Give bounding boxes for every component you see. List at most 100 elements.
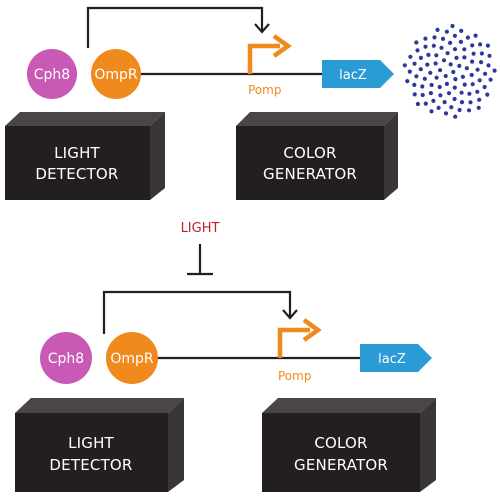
pigment-dot — [453, 77, 458, 82]
activation-arrow-inhibited — [102, 290, 292, 334]
pigment-dot — [466, 108, 472, 113]
panel-1: LIGHT DETECTOR COLOR GENERATOR Cph8 OmpR… — [5, 6, 497, 200]
pigment-dot — [457, 63, 462, 68]
detector-label-line2: DETECTOR — [49, 456, 132, 474]
pigment-dot — [487, 53, 492, 58]
pigment-dot — [432, 35, 437, 40]
pigment-dot — [434, 75, 439, 80]
pigment-dot — [408, 54, 413, 59]
pigment-dot — [405, 79, 410, 84]
pigment-dot — [431, 98, 436, 103]
pigment-dot — [459, 90, 464, 95]
pigment-dot — [451, 69, 456, 75]
pigment-dot — [470, 82, 475, 87]
pigment-dot — [433, 61, 438, 66]
pigment-dot — [479, 60, 484, 65]
pigment-dot — [452, 33, 457, 38]
panel-2: LIGHT LIGHT DETECTOR COLOR GENERATOR Cph… — [15, 221, 436, 492]
pigment-dot — [444, 81, 449, 86]
pigment-dot — [471, 51, 476, 56]
promoter-arrowhead — [302, 318, 322, 342]
activation-arrowhead-inhibited — [282, 309, 298, 320]
pigment-dot — [438, 93, 443, 98]
pigment-dot — [428, 91, 433, 96]
pigment-dot — [457, 107, 462, 113]
pigment-dot — [434, 53, 439, 58]
pigment-dot — [454, 55, 459, 61]
pigment-dot — [412, 92, 417, 97]
detector-label-line1: LIGHT — [68, 434, 114, 452]
pigment-dot — [414, 40, 419, 45]
light-detector-box: LIGHT DETECTOR — [5, 112, 165, 200]
lacz-label: lacZ — [378, 352, 406, 367]
pigment-dot — [412, 82, 417, 87]
pigment-dot — [459, 28, 464, 33]
pigment-dot — [467, 91, 472, 96]
pigment-dot — [415, 48, 420, 53]
pigment-dot — [431, 43, 436, 48]
pigment-dot — [464, 66, 469, 71]
pigment-dot — [402, 63, 407, 68]
pigment-dot — [482, 84, 487, 90]
pigment-dot — [443, 111, 449, 116]
cph8-protein — [27, 49, 77, 99]
pigment-dot — [460, 74, 465, 79]
pigment-dot — [486, 63, 491, 68]
pigment-dot — [429, 109, 434, 114]
pigment-dot — [441, 58, 447, 63]
cph8-label: Cph8 — [34, 67, 70, 83]
generator-label-line1: COLOR — [283, 144, 336, 162]
pigment-dot — [476, 105, 481, 110]
pigment-dot — [477, 78, 482, 83]
pigment-dot — [478, 42, 483, 47]
light-detector-box: LIGHT DETECTOR — [15, 398, 184, 492]
pigment-dot — [488, 77, 493, 82]
promoter-arrow — [247, 43, 280, 74]
pigment-dot — [439, 45, 444, 50]
generator-label-line1: COLOR — [314, 434, 367, 452]
pigment-dot — [418, 67, 423, 72]
lacz-label: lacZ — [339, 68, 367, 83]
pigment-dot — [423, 36, 428, 41]
pigment-dot — [407, 69, 412, 74]
promoter-label: Pomp — [248, 83, 281, 97]
pigment-dot — [483, 71, 488, 76]
pigment-dot — [423, 44, 428, 49]
promoter-arrow — [277, 327, 310, 358]
cph8-protein — [40, 332, 92, 384]
pigment-dot — [435, 27, 440, 32]
pigment-dot — [445, 51, 450, 56]
pigment-dot — [468, 100, 473, 105]
color-generator-box: COLOR GENERATOR — [236, 112, 398, 200]
pigment-dot — [412, 61, 417, 66]
light-signal-label: LIGHT — [181, 221, 220, 236]
pigment-dot — [453, 114, 458, 119]
pigment-dot — [446, 91, 452, 96]
pigment-dot — [436, 105, 441, 110]
pigment-dot — [425, 62, 430, 67]
detector-label-line1: LIGHT — [54, 144, 100, 162]
pigment-dot — [459, 100, 465, 105]
ompr-protein — [106, 332, 158, 384]
lacz-gene — [322, 60, 394, 88]
pigment-dot — [452, 47, 458, 52]
pigment-dot — [492, 68, 497, 73]
pigment-dot — [485, 92, 490, 97]
pigment-dot — [418, 55, 423, 61]
cph8-label: Cph8 — [48, 351, 84, 367]
pigment-dot — [458, 39, 463, 45]
pigment-dot — [448, 40, 453, 46]
pigment-dot — [450, 23, 455, 29]
color-generator-box: COLOR GENERATOR — [262, 398, 436, 492]
pigment-dot — [452, 85, 457, 90]
pigment-dot — [473, 33, 478, 38]
pigment-dot — [448, 62, 453, 67]
pigment-dot — [479, 51, 484, 56]
pigment-dot — [462, 47, 467, 52]
pigment-dot — [452, 96, 457, 102]
pigment-dot — [477, 97, 482, 102]
pigment-dot — [449, 105, 454, 110]
pigment-dot — [462, 82, 467, 87]
pigment-dot — [444, 29, 449, 34]
